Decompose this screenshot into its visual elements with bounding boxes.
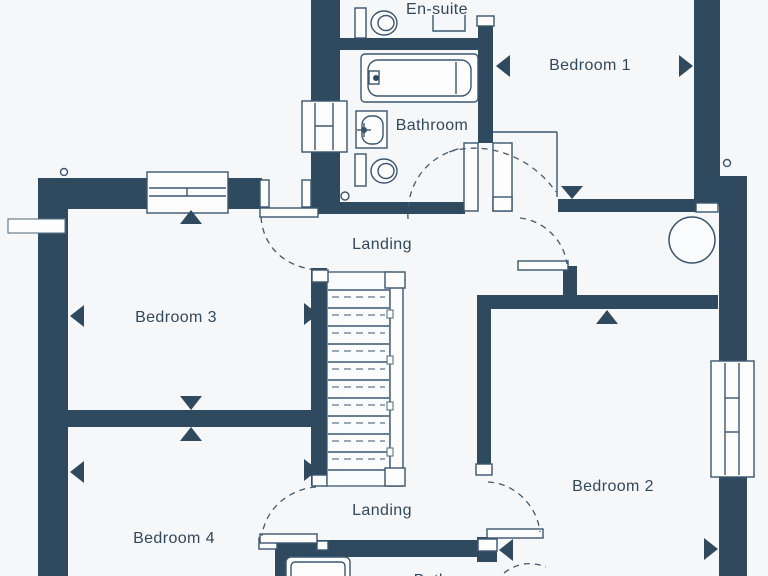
room-label-bathroom: Bathroom bbox=[395, 117, 469, 134]
room-label-bedroom4: Bedroom 4 bbox=[133, 530, 215, 547]
bedroom4-door-arc bbox=[261, 486, 317, 537]
door-leaves bbox=[259, 207, 569, 544]
wall-detail-circles bbox=[59, 158, 732, 201]
bedroom1-door-arc bbox=[448, 147, 557, 193]
bathtub-icon bbox=[360, 53, 479, 103]
room-label-bedroom1: Bedroom 1 bbox=[549, 57, 631, 74]
hot-water-cylinder-icon bbox=[668, 216, 716, 264]
sink-icon bbox=[355, 110, 388, 149]
room-label-ensuite: En-suite bbox=[406, 1, 468, 18]
toilet-icon-bathroom bbox=[354, 153, 398, 187]
shower-tray-icon bbox=[285, 556, 351, 576]
window-bathroom-left bbox=[301, 100, 348, 153]
staircase bbox=[311, 269, 406, 487]
window-bedroom3-top bbox=[146, 171, 229, 214]
toilet-icon-ensuite bbox=[354, 7, 398, 39]
room-label-bottom-room: Bathroom bbox=[414, 572, 487, 576]
window-bedroom2-right bbox=[710, 360, 755, 478]
ensuite-door-leaf bbox=[432, 15, 466, 32]
room-label-bedroom2: Bedroom 2 bbox=[572, 478, 654, 495]
bedroom3-door-arc bbox=[260, 216, 317, 271]
room-label-landing-lower: Landing bbox=[352, 502, 412, 519]
bathroom-door-arc bbox=[407, 147, 463, 220]
walls bbox=[38, 0, 747, 576]
opening-top-right bbox=[695, 202, 719, 213]
room-label-landing-upper: Landing bbox=[352, 236, 412, 253]
dimension-arrows bbox=[70, 55, 718, 561]
nook-lines bbox=[493, 131, 558, 197]
bottom-room-door-arc bbox=[503, 562, 547, 574]
room-label-bedroom3: Bedroom 3 bbox=[135, 309, 217, 326]
door-swing-arcs bbox=[260, 147, 568, 574]
cupboard-door-arc bbox=[519, 217, 568, 265]
bedroom2-door-arc bbox=[487, 481, 541, 533]
exterior-sill-detail bbox=[7, 218, 66, 234]
